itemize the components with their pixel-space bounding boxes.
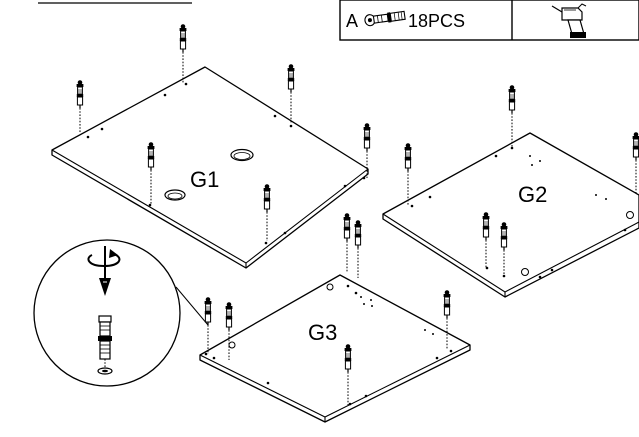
part-quantity: 18PCS (408, 11, 465, 31)
cam-bolt-icon (75, 79, 85, 109)
screwdriver-icon (99, 246, 111, 296)
cam-bolt-icon (225, 301, 233, 331)
cam-hole (164, 189, 186, 201)
detail-leader (175, 286, 209, 326)
cam-bolt-icon (287, 63, 295, 93)
cam-bolt-icon (147, 141, 155, 171)
cam-bolt-icon (263, 183, 271, 213)
cam-bolt-icon (500, 221, 508, 251)
panel-g1: G1 (51, 66, 369, 269)
cam-bolt-icon (631, 131, 639, 161)
cam-bolt-icon (404, 142, 412, 172)
panel-label-g2: G2 (518, 182, 547, 207)
cam-bolt-icon (443, 289, 451, 319)
cam-bolt-icon (343, 212, 351, 242)
cam-bolt-icon (344, 343, 352, 373)
cam-bolt-icon (97, 315, 113, 375)
detail-callout (33, 239, 181, 387)
cam-bolt-icon (179, 23, 187, 53)
panel-g2: G2 (382, 132, 639, 298)
panel-label-g1: G1 (190, 167, 219, 192)
cam-bolt-icon (482, 211, 490, 241)
cam-bolt-icon (364, 10, 406, 27)
cam-hole (230, 148, 254, 162)
cam-bolt-icon (354, 219, 362, 249)
cam-bolt-icon (508, 84, 517, 114)
parts-box: A 18PCS (339, 0, 639, 41)
power-drill-icon (551, 3, 587, 38)
part-letter: A (346, 11, 358, 31)
panel-g3: G3 (199, 274, 471, 423)
cam-bolt-icon (204, 296, 212, 326)
cam-bolt-icon (363, 122, 371, 152)
panel-label-g3: G3 (308, 320, 337, 345)
